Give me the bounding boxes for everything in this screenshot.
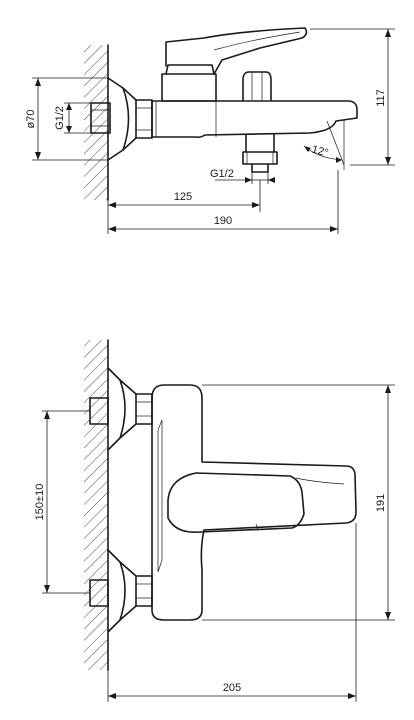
dim-diameter-70: ø70: [25, 110, 37, 129]
dim-height-191: 191: [375, 494, 387, 512]
dim-thread-inlet: G1/2: [54, 106, 66, 130]
wall-hatching-bottom: [84, 340, 108, 670]
dim-height-117: 117: [375, 89, 387, 107]
dim-thread-outlet: G1/2: [210, 168, 234, 180]
lever-front: [167, 472, 305, 534]
front-view-dimensions: 150±10 191 205: [34, 384, 395, 702]
front-view: [84, 339, 357, 671]
dim-spacing-150: 150±10: [34, 484, 46, 521]
mixer-body: [151, 100, 358, 139]
dim-angle-12: 12°: [310, 144, 329, 160]
side-view: [84, 27, 358, 201]
cartridge-block: [161, 73, 217, 102]
union-nut: [135, 99, 153, 139]
eccentric-connector: [90, 102, 111, 134]
dim-width-205: 205: [223, 682, 241, 694]
diverter-knob: [242, 71, 272, 101]
wall-hatching-top: [84, 45, 108, 200]
mixer-body-front: [151, 384, 357, 621]
lower-connector: [89, 549, 153, 633]
shower-outlet: [242, 134, 278, 165]
lever-handle: [165, 27, 308, 75]
side-view-dimensions: 117 ø70 G1/2 G1/2 12° 125: [25, 28, 395, 234]
dim-depth-125: 125: [174, 191, 192, 203]
dim-depth-190: 190: [214, 215, 232, 227]
